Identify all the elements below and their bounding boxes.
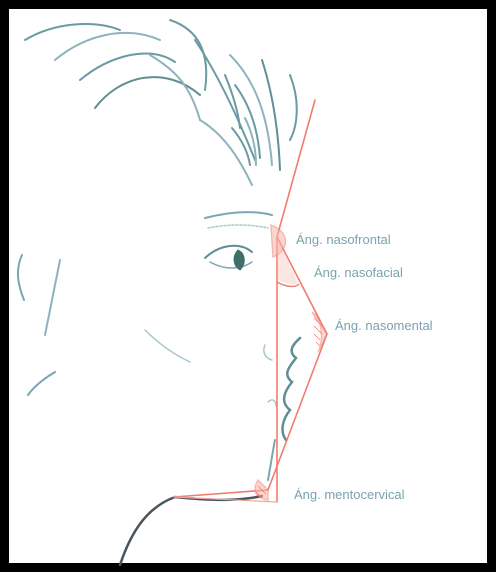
cervical-line	[174, 490, 268, 497]
hair-sketch	[25, 20, 297, 185]
neck-contour-sketch	[120, 496, 262, 565]
label-mentocervical: Áng. mentocervical	[294, 487, 405, 502]
label-nasofrontal: Áng. nasofrontal	[296, 232, 391, 247]
label-nasomental: Áng. nasomental	[335, 318, 433, 333]
label-nasofacial: Áng. nasofacial	[314, 265, 403, 280]
head-contour-sketch	[18, 255, 190, 395]
eye-sketch	[205, 212, 272, 270]
profile-sketch	[264, 338, 300, 480]
angle-reference-lines	[174, 100, 327, 502]
nasofacial-angle-marker	[277, 237, 298, 284]
